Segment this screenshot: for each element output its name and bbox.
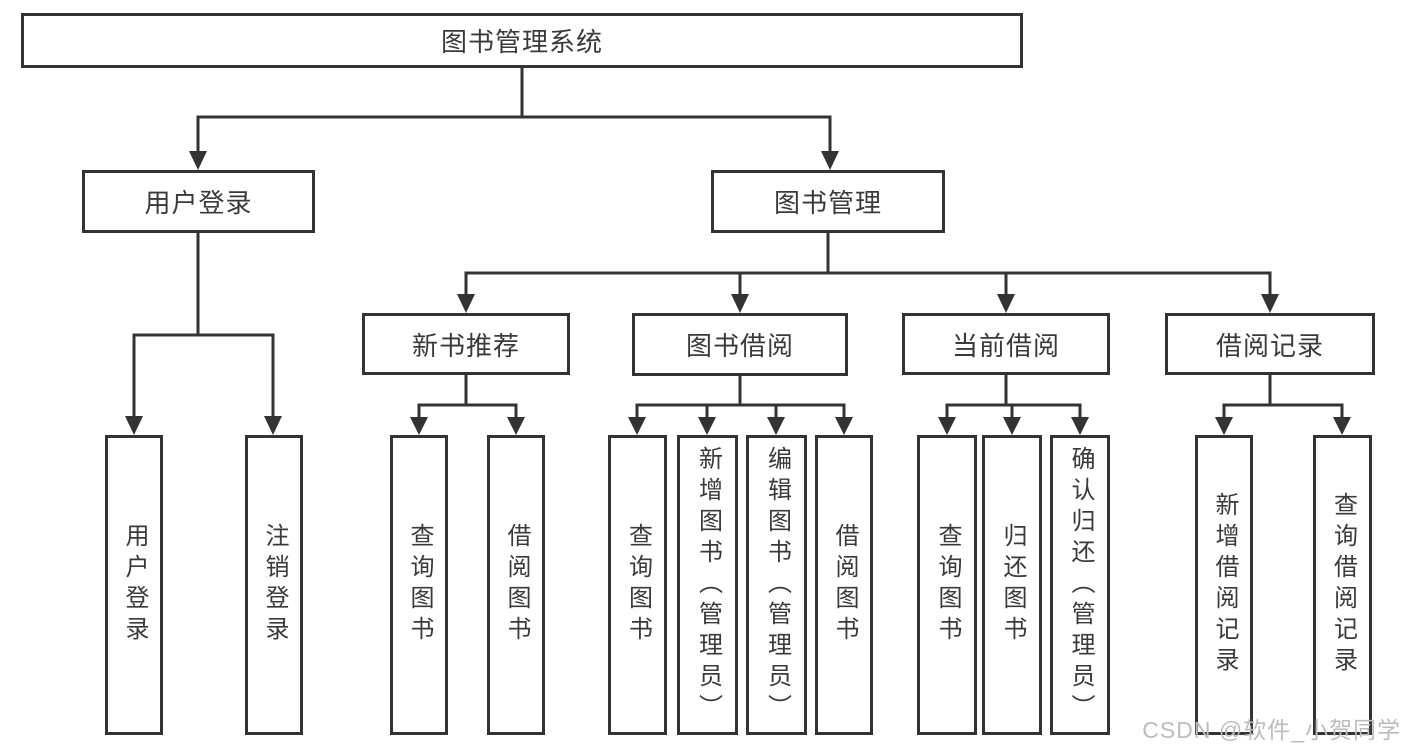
node-root: 图书管理系统 [21, 13, 1023, 68]
leaf-return-book-label: 归还图书 [999, 523, 1026, 647]
leaf-borrow-books-recommend-label: 借阅图书 [503, 523, 530, 647]
leaf-query-books-borrow-label: 查询图书 [624, 523, 652, 647]
leaf-edit-book-admin: 编辑图书（管理员） [746, 435, 807, 735]
leaf-add-book-admin-label: 新增图书（管理员） [694, 445, 722, 725]
node-book-borrowing: 图书借阅 [632, 313, 848, 376]
leaf-logout-login-label: 注销登录 [261, 523, 288, 647]
node-borrowing-records: 借阅记录 [1165, 313, 1375, 375]
leaf-query-borrow-record-label: 查询借阅记录 [1329, 492, 1357, 678]
node-book-management: 图书管理 [711, 170, 945, 233]
leaf-borrow-books-recommend: 借阅图书 [487, 435, 545, 735]
arrow-icon [507, 417, 525, 435]
connector-new-book-recommendation-to-leaves [417, 375, 518, 419]
leaf-logout-login: 注销登录 [245, 435, 303, 735]
node-user-login-label: 用户登录 [144, 188, 253, 218]
arrow-icon [410, 417, 428, 435]
connector-book-borrowing-to-leaves [635, 376, 846, 419]
leaf-return-book: 归还图书 [982, 435, 1042, 735]
arrow-icon [1003, 417, 1021, 435]
leaf-query-borrow-record: 查询借阅记录 [1313, 435, 1372, 735]
node-new-book-recommendation: 新书推荐 [362, 313, 570, 375]
leaf-borrow-books-label: 借阅图书 [831, 523, 858, 647]
arrow-icon [1261, 294, 1279, 313]
leaf-user-login: 用户登录 [105, 435, 163, 735]
arrow-icon [835, 417, 853, 435]
leaf-query-books-recommend: 查询图书 [390, 435, 448, 735]
connector-current-borrowing-to-leaves [945, 375, 1082, 419]
arrow-icon [125, 416, 143, 435]
leaf-confirm-return-admin: 确认归还（管理员） [1050, 435, 1110, 735]
leaf-query-books-current-label: 查询图书 [934, 523, 961, 647]
connector-user-login-to-leaves [132, 233, 275, 418]
arrow-icon [1071, 417, 1089, 435]
node-current-borrowing-label: 当前借阅 [951, 330, 1060, 361]
leaf-confirm-return-admin-label: 确认归还（管理员） [1067, 445, 1094, 725]
node-user-login: 用户登录 [82, 170, 315, 233]
connector-book-management-to-level2 [464, 233, 1272, 296]
arrow-icon [731, 294, 749, 313]
arrow-icon [457, 294, 475, 313]
arrow-icon [1215, 417, 1233, 435]
leaf-edit-book-admin-label: 编辑图书（管理员） [763, 445, 791, 725]
arrow-icon [698, 417, 716, 435]
arrow-icon [1333, 417, 1351, 435]
node-book-borrowing-label: 图书借阅 [685, 331, 794, 361]
arrow-icon [821, 151, 839, 170]
connector-root-to-level1 [196, 68, 832, 153]
leaf-user-login-label: 用户登录 [121, 523, 148, 647]
arrow-icon [997, 294, 1015, 313]
leaf-query-books-current: 查询图书 [917, 435, 977, 735]
arrow-icon [938, 417, 956, 435]
leaf-add-borrow-record-label: 新增借阅记录 [1211, 492, 1238, 678]
node-new-book-recommendation-label: 新书推荐 [411, 330, 520, 361]
arrow-icon [628, 417, 646, 435]
arrow-icon [189, 151, 207, 170]
leaf-query-books-borrow: 查询图书 [608, 435, 667, 735]
leaf-add-borrow-record: 新增借阅记录 [1195, 435, 1253, 735]
leaf-borrow-books: 借阅图书 [815, 435, 873, 735]
node-book-management-label: 图书管理 [773, 188, 882, 218]
leaf-query-books-recommend-label: 查询图书 [406, 523, 433, 647]
leaf-add-book-admin: 新增图书（管理员） [677, 435, 738, 735]
arrowheads [125, 151, 1351, 435]
arrow-icon [264, 416, 282, 435]
arrow-icon [767, 417, 785, 435]
node-current-borrowing: 当前借阅 [902, 313, 1110, 375]
watermark: CSDN @软件_小贺同学 [1142, 717, 1401, 743]
node-root-label: 图书管理系统 [440, 27, 603, 57]
node-borrowing-records-label: 借阅记录 [1215, 330, 1324, 361]
connector-borrowing-records-to-leaves [1222, 375, 1344, 419]
